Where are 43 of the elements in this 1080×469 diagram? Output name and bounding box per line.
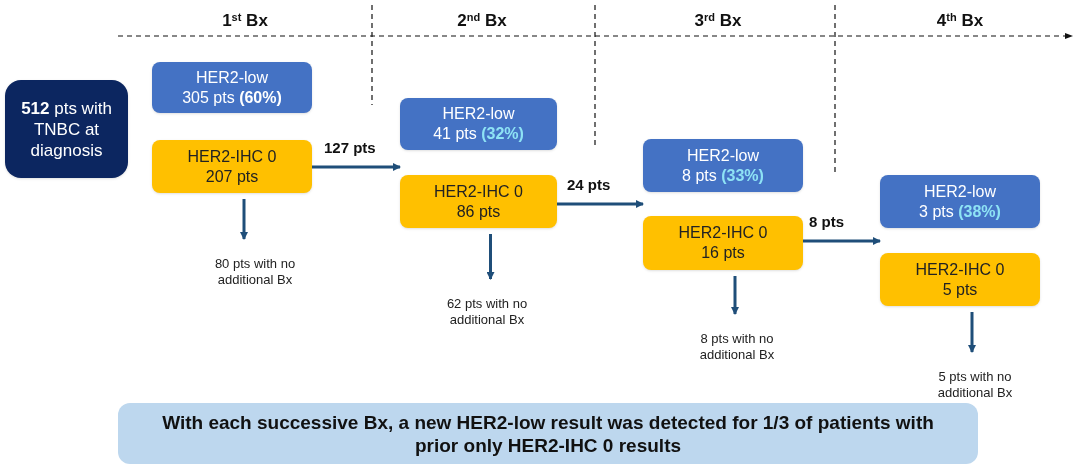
arrow [240, 199, 248, 240]
arrow [731, 276, 739, 315]
box-heading: HER2-low [442, 104, 515, 124]
her2-ihc0-box [152, 140, 312, 193]
box-count: 3 pts (38%) [919, 201, 1001, 222]
arrow [557, 200, 644, 208]
her2-low-box [643, 139, 803, 192]
box-count: 5 pts [942, 279, 978, 300]
biopsy-heading: 3$^{rd}$ Bx [694, 9, 742, 32]
box-count: 86 pts [456, 201, 501, 222]
her2-ihc0-box [400, 175, 557, 228]
summary-text: With each successive Bx, a new HER2-low result was detected for 1/3 of patients with prior only HER2-IHC 0 results [161, 410, 935, 457]
her2-ihc0-box [643, 216, 803, 270]
her2-low-box [880, 175, 1040, 228]
note-text: 62 pts with no additional Bx [445, 296, 529, 328]
note-text: 8 pts with no additional Bx [698, 331, 776, 363]
box-heading: HER2-IHC 0 [434, 181, 523, 202]
arrow [486, 234, 495, 280]
biopsy-heading: 1$^{st}$ Bx [222, 9, 268, 32]
box-count: 41 pts (32%) [433, 124, 524, 144]
her2-low-box [152, 62, 312, 113]
summary-banner [118, 403, 978, 464]
box-count: 8 pts (33%) [682, 165, 764, 186]
box-heading: HER2-low [196, 67, 268, 88]
her2-low-box [400, 98, 557, 150]
biopsy-heading: 2$^{nd}$ Bx [457, 9, 507, 32]
arrow [803, 237, 881, 245]
box-heading: HER2-low [924, 181, 996, 202]
box-count: 207 pts [205, 166, 259, 187]
her2-ihc0-box [880, 253, 1040, 306]
cohort-text: 512 pts with TNBC at diagnosis [20, 97, 113, 161]
box-heading: HER2-IHC 0 [678, 223, 768, 243]
box-heading: HER2-IHC 0 [915, 259, 1005, 280]
arrow [968, 312, 976, 353]
box-count: 16 pts [701, 243, 745, 263]
note-text: 5 pts with no additional Bx [936, 369, 1014, 401]
biopsy-heading: 4$^{th}$ Bx [936, 9, 984, 32]
cohort-box [5, 80, 128, 178]
box-heading: HER2-low [687, 145, 759, 166]
box-heading: HER2-IHC 0 [187, 146, 277, 167]
note-text: 80 pts with no additional Bx [213, 256, 297, 288]
box-count: 305 pts (60%) [182, 87, 282, 108]
arrow [312, 163, 401, 171]
